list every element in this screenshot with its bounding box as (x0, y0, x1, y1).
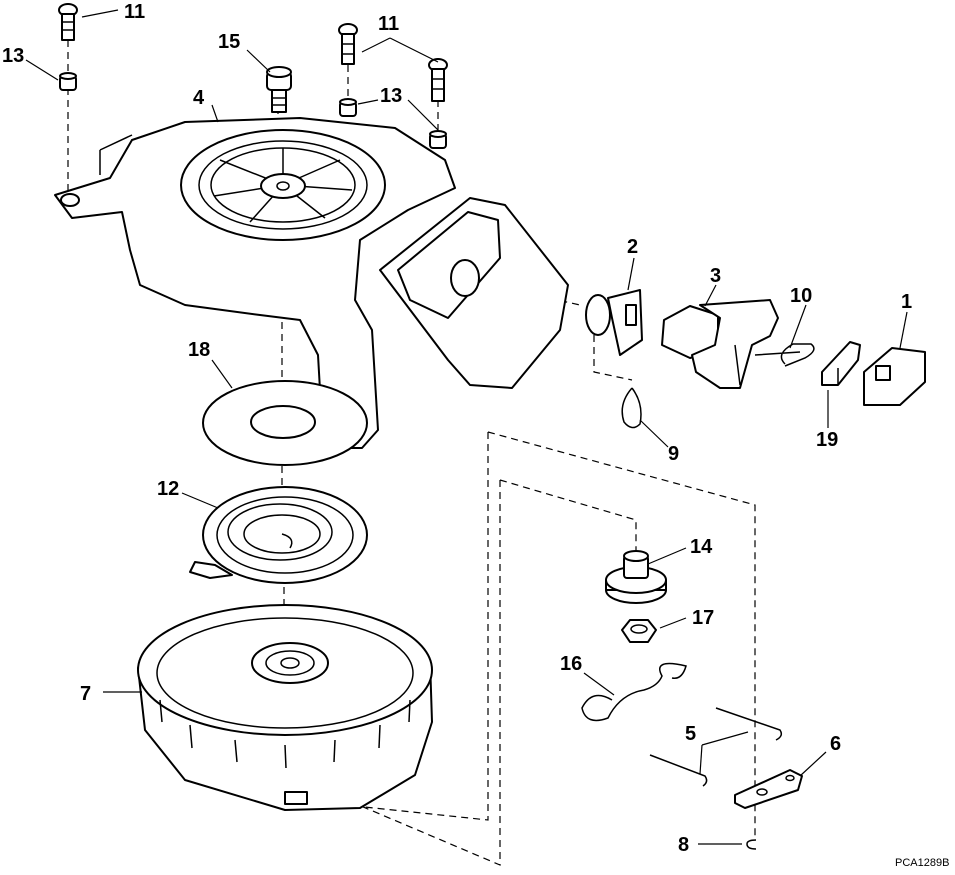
callout-16: 16 (560, 653, 582, 675)
callout-13-right: 13 (380, 85, 402, 107)
callout-15: 15 (218, 31, 240, 53)
rope-pulley (137, 604, 433, 811)
spring-wire (581, 662, 687, 722)
pawl (734, 769, 803, 809)
starter-housing (54, 117, 569, 449)
callout-4: 4 (193, 87, 205, 109)
retaining-ring (621, 387, 642, 429)
callout-1: 1 (901, 291, 912, 313)
callout-8: 8 (678, 834, 689, 856)
figure-code: PCA1289B (895, 857, 949, 869)
bushing-13-right (429, 130, 447, 149)
callout-3: 3 (710, 265, 721, 287)
callout-2: 2 (627, 236, 638, 258)
handle-wire-clip (754, 343, 815, 367)
spring-plate (202, 380, 368, 466)
callout-6: 6 (830, 733, 841, 755)
callout-9: 9 (668, 443, 679, 465)
recoil-spring (189, 486, 368, 584)
callout-labels: 11 13 15 4 11 13 18 12 7 2 3 10 1 19 9 1… (2, 1, 912, 856)
bracket (821, 341, 861, 386)
callout-18: 18 (188, 339, 210, 361)
pawl-spring-lower (649, 754, 708, 787)
starter-handle (661, 299, 779, 389)
screw-11-middle (338, 23, 358, 65)
callout-13-left: 13 (2, 45, 24, 67)
callout-5: 5 (685, 723, 696, 745)
bushing-13-left (59, 72, 77, 91)
cam-hub (605, 550, 667, 604)
pulley-rim-ribs (159, 699, 411, 769)
screw-11-left (58, 3, 78, 41)
retainer-block (863, 347, 926, 406)
bushing-13-middle (339, 98, 357, 117)
callout-11-top-right: 11 (378, 13, 399, 35)
pawl-spring-upper (715, 707, 783, 741)
center-bolt (266, 66, 292, 113)
callout-10: 10 (790, 285, 812, 307)
callout-17: 17 (692, 607, 714, 629)
leader-lines (25, 9, 908, 845)
screw-11-right (428, 58, 448, 102)
callout-19: 19 (816, 429, 838, 451)
callout-7: 7 (80, 683, 91, 705)
hex-nut (621, 619, 657, 643)
callout-14: 14 (690, 536, 713, 558)
callout-11-top-left: 11 (124, 1, 145, 23)
callout-12: 12 (157, 478, 179, 500)
clip-8 (746, 839, 757, 850)
rope-guide (585, 289, 643, 356)
